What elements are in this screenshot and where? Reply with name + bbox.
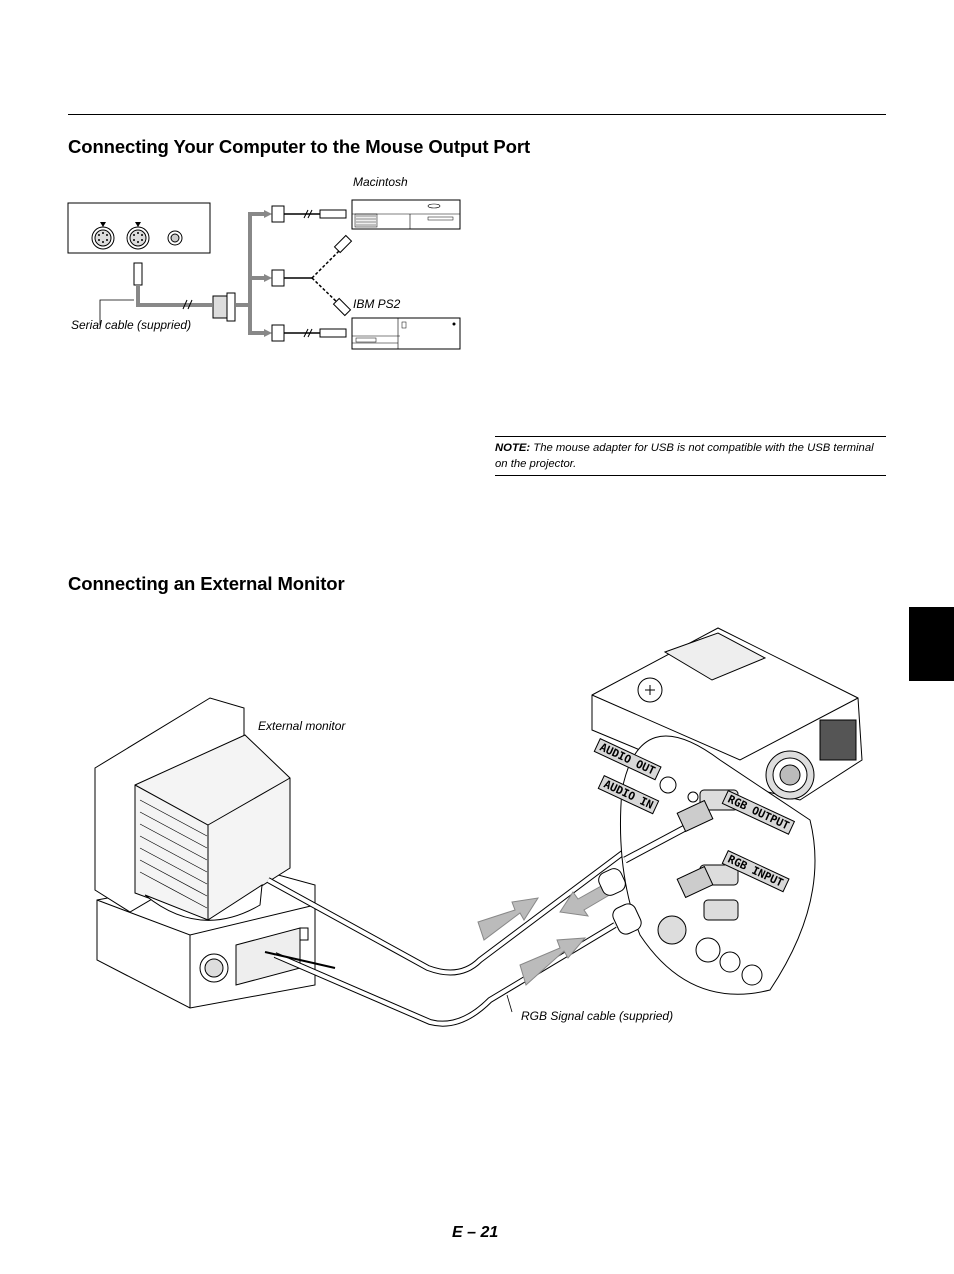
top-rule bbox=[68, 114, 886, 115]
section-title-external-monitor: Connecting an External Monitor bbox=[68, 573, 345, 594]
note-box: NOTE: The mouse adapter for USB is not c… bbox=[495, 436, 886, 476]
note-text: The mouse adapter for USB is not compati… bbox=[495, 442, 874, 470]
label-external-monitor: External monitor bbox=[258, 719, 346, 733]
projector-port-panel bbox=[67, 202, 211, 254]
label-macintosh: Macintosh bbox=[353, 175, 408, 189]
macintosh-computer bbox=[351, 199, 461, 230]
page-number: E – 21 bbox=[452, 1224, 499, 1241]
serial-cable bbox=[99, 262, 236, 325]
note-prefix: NOTE: bbox=[495, 442, 531, 454]
chapter-tab bbox=[909, 607, 954, 681]
label-rgb-signal-cable: RGB Signal cable (suppried) bbox=[521, 1009, 674, 1023]
ibm-ps2-computer bbox=[351, 317, 461, 350]
label-ibm-ps2: IBM PS2 bbox=[353, 297, 401, 311]
label-serial-cable: Serial cable (suppried) bbox=[71, 318, 192, 332]
section-title-mouse-port: Connecting Your Computer to the Mouse Ou… bbox=[68, 136, 531, 157]
branch-cables bbox=[236, 205, 353, 342]
